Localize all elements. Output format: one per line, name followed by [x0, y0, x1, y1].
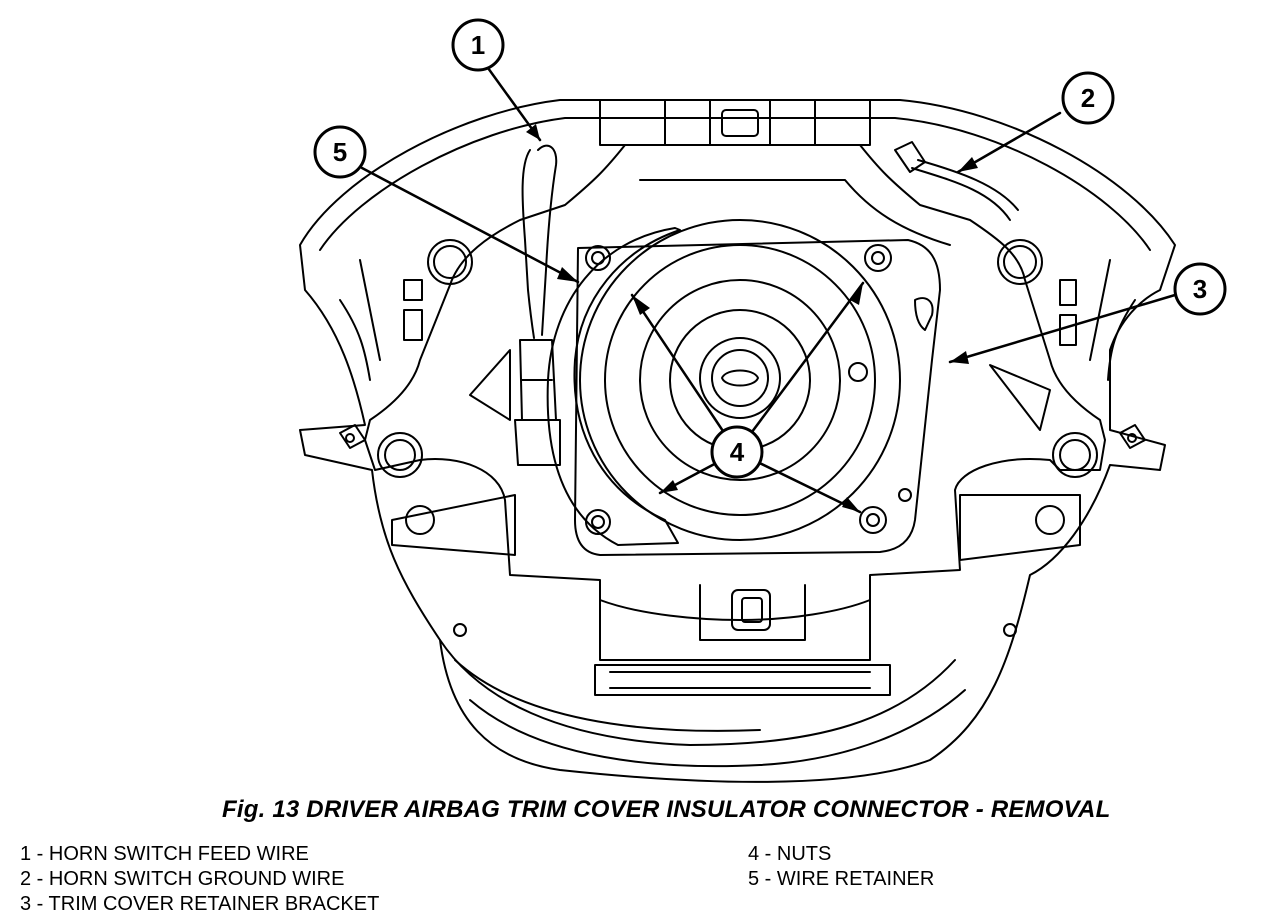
- callout-3: 3: [1173, 262, 1227, 316]
- arrowhead-4b: [850, 283, 863, 305]
- arrowhead-4a: [632, 295, 650, 315]
- callout-2: 2: [1061, 71, 1115, 125]
- arrowhead-2: [958, 157, 978, 172]
- trim-cover-outer-shell: [299, 99, 1176, 783]
- arrowhead-1: [526, 124, 540, 140]
- svg-text:3: 3: [1193, 274, 1207, 304]
- svg-text:5: 5: [333, 137, 347, 167]
- nut-bottom-left: [585, 509, 611, 535]
- svg-text:1: 1: [471, 30, 485, 60]
- legend-right-column: 4 - NUTS 5 - WIRE RETAINER: [748, 842, 934, 892]
- svg-text:4: 4: [730, 437, 745, 467]
- inflator-plate: [574, 219, 941, 556]
- svg-text:2: 2: [1081, 83, 1095, 113]
- nut-bottom-right: [859, 506, 887, 534]
- legend-item-wire-retainer: 5 - WIRE RETAINER: [748, 868, 935, 890]
- arrowhead-5: [557, 267, 578, 282]
- legend-item-horn-switch-ground-wire: 2 - HORN SWITCH GROUND WIRE: [20, 868, 345, 890]
- spoke-frame: [364, 144, 1106, 661]
- horn-switch-ground-wire: [894, 141, 1019, 221]
- callout-1: 1: [451, 18, 505, 72]
- horn-switch-feed-wire: [514, 144, 561, 466]
- arrowhead-4d: [842, 497, 860, 512]
- retainer-bracket-curve: [546, 227, 681, 546]
- arrowhead-4c: [660, 480, 678, 493]
- arrowheads: [526, 124, 978, 512]
- leader-lines: [360, 66, 1177, 514]
- callout-4: 4: [710, 425, 764, 479]
- legend-left-column: 1 - HORN SWITCH FEED WIRE 2 - HORN SWITC…: [20, 842, 379, 917]
- top-retainer-tabs: [599, 99, 871, 146]
- arrowhead-3: [950, 351, 969, 364]
- nut-top-right: [864, 244, 892, 272]
- legend-item-nuts: 4 - NUTS: [748, 843, 832, 865]
- figure-caption: Fig. 13 DRIVER AIRBAG TRIM COVER INSULAT…: [222, 796, 1111, 823]
- airbag-trim-cover-illustration: 1 2 3 4 5: [299, 18, 1227, 783]
- callout-5: 5: [313, 125, 367, 179]
- bottom-strip: [594, 664, 891, 696]
- legend-item-trim-cover-retainer-bracket: 3 - TRIM COVER RETAINER BRACKET: [20, 893, 380, 915]
- left-mount-boss: [339, 239, 516, 637]
- right-mount-boss: [959, 239, 1146, 637]
- legend-item-horn-switch-feed-wire: 1 - HORN SWITCH FEED WIRE: [20, 843, 309, 865]
